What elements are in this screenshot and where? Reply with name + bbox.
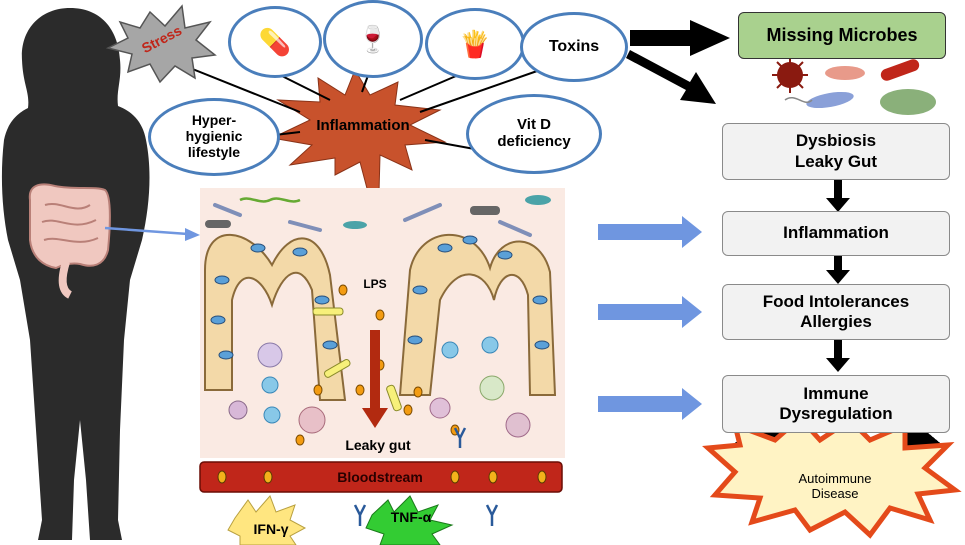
inflammation-box: Inflammation <box>722 211 950 256</box>
toxins-ellipse: Toxins <box>520 12 628 82</box>
antibodies <box>353 427 499 526</box>
fast-food-icon: 🍟 <box>458 28 492 59</box>
intestinal-villi <box>204 233 557 401</box>
hyper-hygienic-label: Hyper- hygienic lifestyle <box>185 112 243 160</box>
microbe-illustrations <box>772 57 936 115</box>
gut-bacteria <box>205 195 551 237</box>
inflammation-burst <box>270 68 447 231</box>
flow-arrows <box>826 180 850 372</box>
immune-dysregulation-box: Immune Dysregulation <box>722 375 950 433</box>
blue-flow-arrows <box>598 216 702 420</box>
dysbiosis-box: Dysbiosis Leaky Gut <box>722 123 950 180</box>
fast-food-ellipse: 🍟 <box>425 8 525 80</box>
body-to-gut-arrow <box>104 226 189 236</box>
woman-silhouette <box>1 8 150 540</box>
tnf-alpha-burst <box>365 495 454 545</box>
pills-icon: 💊 <box>258 26 292 57</box>
bloodstream-label: Bloodstream <box>337 469 423 485</box>
immune-cells <box>228 336 531 438</box>
tight-junction-gaps <box>312 307 402 412</box>
leaky-gut-arrow <box>362 330 388 428</box>
food-intolerances-box: Food Intolerances Allergies <box>722 284 950 340</box>
lps-label: LPS <box>363 277 387 291</box>
hyper-hygienic-ellipse: Hyper- hygienic lifestyle <box>148 98 280 176</box>
tnf-alpha-label: TNF-α <box>390 509 432 525</box>
wine-icon: 🍷 <box>356 23 390 54</box>
vit-d-label: Vit D deficiency <box>497 116 571 150</box>
toxin-arrows <box>626 20 730 104</box>
autoimmune-disease-label: Autoimmune Disease <box>798 471 872 501</box>
inflammation-label: Inflammation <box>316 117 410 134</box>
food-drinks-ellipse: 🍷 <box>323 0 423 78</box>
toxins-label: Toxins <box>548 38 600 56</box>
bloodstream-bar <box>199 461 563 493</box>
leaky-gut-label: Leaky gut <box>345 437 411 453</box>
stress-burst <box>105 4 217 84</box>
ifn-gamma-label: IFN-γ <box>253 521 289 537</box>
missing-microbes-box: Missing Microbes <box>738 12 946 59</box>
vit-d-ellipse: Vit D deficiency <box>466 94 602 174</box>
pills-icon-ellipse: 💊 <box>228 6 322 78</box>
blood-particles <box>217 470 547 484</box>
ifn-gamma-burst <box>227 495 307 545</box>
intestine-illustration <box>28 183 111 299</box>
